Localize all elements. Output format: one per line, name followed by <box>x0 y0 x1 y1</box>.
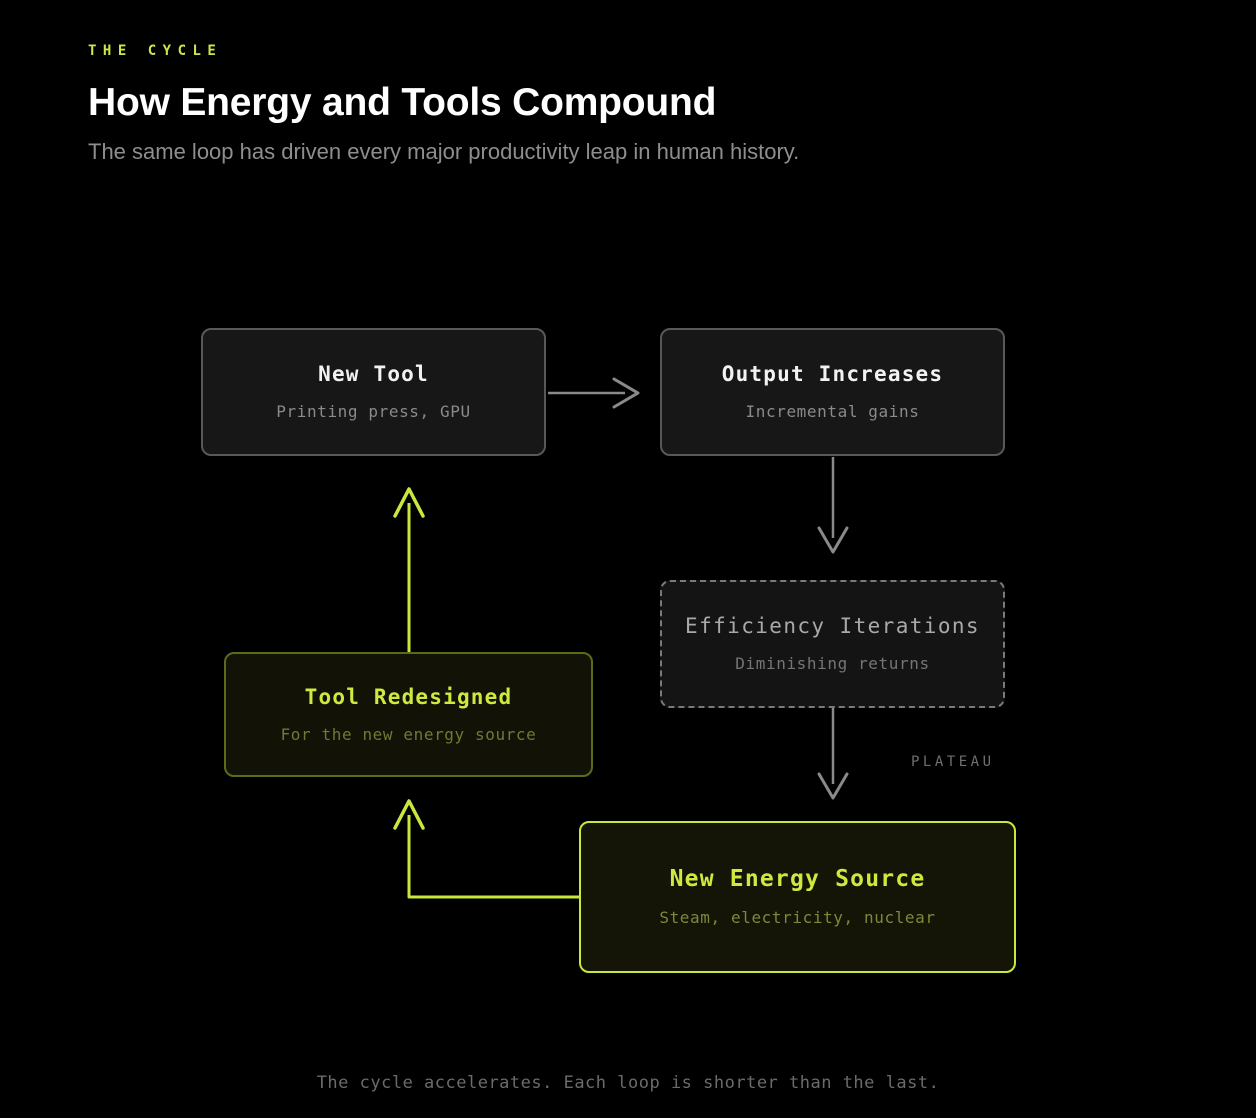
node-tool-redesigned[interactable]: Tool Redesigned For the new energy sourc… <box>224 652 593 777</box>
page-title: How Energy and Tools Compound <box>88 81 717 124</box>
footnote-caption: The cycle accelerates. Each loop is shor… <box>316 1073 940 1093</box>
node-tool-redesigned-subtitle: For the new energy source <box>280 724 537 744</box>
edge-tool-redesigned-to-new-tool <box>393 487 425 652</box>
node-new-tool-subtitle: Printing press, GPU <box>276 402 471 422</box>
node-efficiency-iterations-title: Efficiency Iterations <box>685 614 980 639</box>
node-output-increases-title: Output Increases <box>721 362 944 387</box>
node-output-increases[interactable]: Output Increases Incremental gains <box>660 328 1005 456</box>
page-subtitle: The same loop has driven every major pro… <box>88 138 800 164</box>
edge-new-tool-to-output-increases <box>548 377 640 409</box>
edge-label-plateau: PLATEAU <box>911 754 995 770</box>
edge-efficiency-iterations-to-new-energy-source <box>817 708 849 800</box>
node-efficiency-iterations-subtitle: Diminishing returns <box>735 654 930 674</box>
node-new-energy-source[interactable]: New Energy Source Steam, electricity, nu… <box>579 821 1016 973</box>
edge-output-increases-to-efficiency-iterations <box>817 457 849 554</box>
node-efficiency-iterations[interactable]: Efficiency Iterations Diminishing return… <box>660 580 1005 708</box>
node-new-tool[interactable]: New Tool Printing press, GPU <box>201 328 546 456</box>
node-new-tool-title: New Tool <box>318 362 429 387</box>
eyebrow-label: THE CYCLE <box>88 43 223 59</box>
node-tool-redesigned-title: Tool Redesigned <box>304 684 513 709</box>
node-new-energy-source-title: New Energy Source <box>669 866 926 893</box>
node-new-energy-source-subtitle: Steam, electricity, nuclear <box>659 908 936 928</box>
page-header: THE CYCLE How Energy and Tools Compound … <box>88 44 1088 164</box>
node-output-increases-subtitle: Incremental gains <box>745 402 920 422</box>
edge-new-energy-source-to-tool-redesigned <box>393 799 579 899</box>
